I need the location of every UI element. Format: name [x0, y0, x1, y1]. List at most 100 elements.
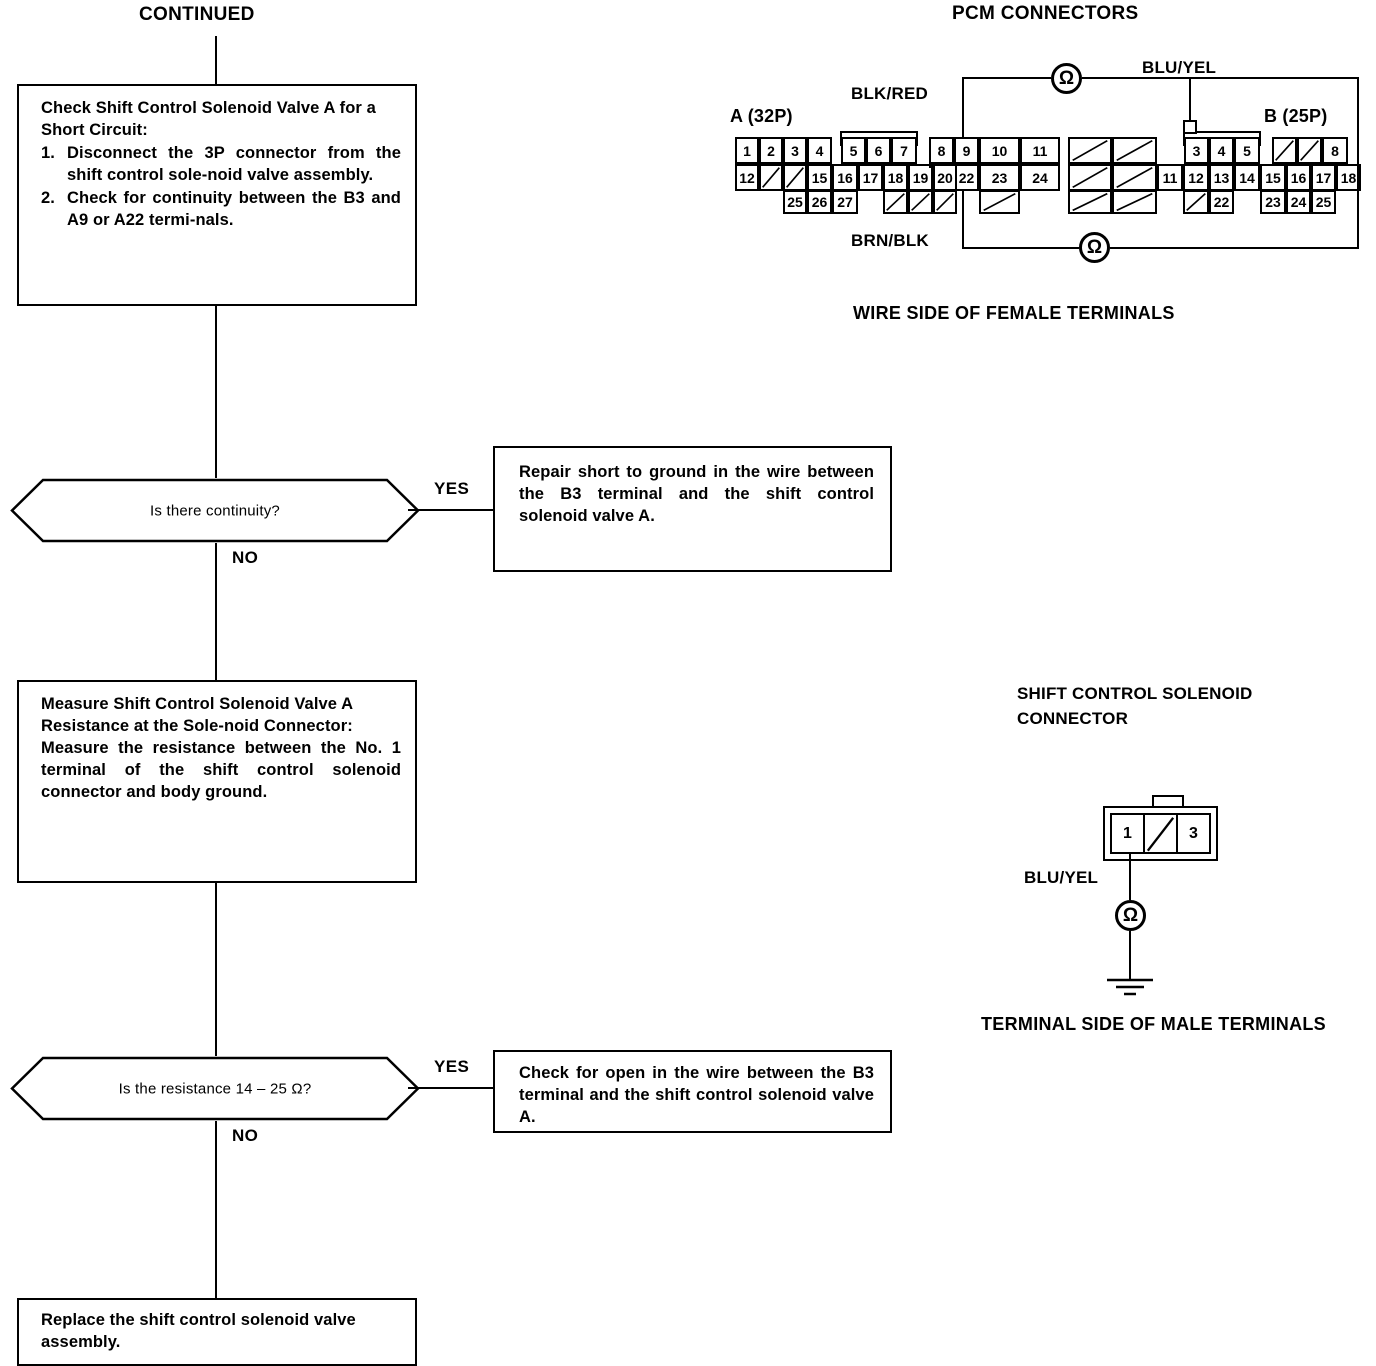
ohm-meter-solenoid: Ω: [1115, 900, 1146, 931]
ohm-symbol: Ω: [1086, 236, 1103, 258]
pin-b-top-blank-2: [1297, 137, 1322, 164]
pin-b12: 12: [1183, 164, 1209, 191]
pin-a18: 18: [883, 164, 908, 191]
decision-is-there-continuity: Is there continuity?: [10, 478, 420, 543]
connector-decision1-no: [215, 543, 217, 680]
pin-a2: 2: [759, 137, 783, 164]
box1-step-number: 1.: [41, 143, 55, 162]
pin-a25: 25: [783, 190, 807, 214]
pin-b22: 22: [1209, 190, 1234, 214]
pin-a-bottom-blank-e: [979, 190, 1020, 214]
box1-heading: Check Shift Control Solenoid Valve A for…: [41, 99, 376, 139]
pin-a8: 8: [929, 137, 954, 164]
blank-diagonal-icon: [910, 192, 931, 212]
pin-b-bottom-blank-1: [1183, 190, 1209, 214]
pin-b-top-blank-1: [1272, 137, 1297, 164]
pin-a26: 26: [807, 190, 832, 214]
connector-continued-to-box1: [215, 36, 217, 84]
pin-b3: 3: [1184, 137, 1209, 164]
pin-a27: 27: [832, 190, 858, 214]
solenoid-pin-3: 3: [1189, 824, 1198, 842]
solenoid-connector-title-line2: CONNECTOR: [1017, 709, 1129, 728]
pin-b4: 4: [1209, 137, 1234, 164]
connector-b-label: B (25P): [1264, 106, 1328, 126]
pin-a-blank-13: [759, 164, 783, 191]
decision1-no-label: NO: [232, 548, 259, 567]
wire-bottom-left-segment: [962, 247, 1079, 249]
blank-diagonal-icon: [885, 192, 906, 212]
blank-diagonal-icon: [1274, 139, 1295, 162]
pin-b14: 14: [1234, 164, 1260, 191]
pin-b8: 8: [1322, 137, 1348, 164]
ohm-symbol: Ω: [1058, 67, 1075, 89]
solenoid-pin-blank: [1145, 815, 1178, 852]
pin-mid-blank-6: [1112, 190, 1157, 214]
pin-a6: 6: [866, 137, 891, 164]
pin-a7: 7: [891, 137, 917, 164]
pin-a-blank-14: [783, 164, 807, 191]
process-box-measure-resistance: Measure Shift Control Solenoid Valve A R…: [17, 680, 417, 883]
blank-diagonal-icon: [785, 166, 805, 189]
pin-a4: 4: [807, 137, 832, 164]
blank-diagonal-icon: [935, 192, 955, 212]
pin-a20-dup: 20: [933, 164, 957, 191]
pin-b23: 23: [1260, 190, 1286, 214]
pin-b13: 13: [1209, 164, 1234, 191]
blank-diagonal-icon: [761, 166, 781, 189]
process-box-replace-solenoid-assembly: Replace the shift control solenoid valve…: [17, 1298, 417, 1366]
decision1-label: Is there continuity?: [150, 502, 280, 519]
box1-step-text: Check for continuity between the B3 and …: [67, 188, 401, 229]
pin-b17: 17: [1311, 164, 1336, 191]
box1-step-number: 2.: [41, 188, 55, 207]
ohm-meter-upper: Ω: [1051, 63, 1082, 94]
solenoid-connector-title-line1: SHIFT CONTROL SOLENOID: [1017, 684, 1253, 703]
pin-mid-blank-3: [1068, 164, 1112, 191]
solenoid-wire-down: [1129, 854, 1131, 900]
solenoid-wire-label-blu-yel: BLU/YEL: [1024, 868, 1099, 887]
result-box-check-for-open: Check for open in the wire between the B…: [493, 1050, 892, 1133]
pin-a16: 16: [832, 164, 858, 191]
pin-a24: 24: [1020, 164, 1060, 191]
solenoid-connector-inner: 1 3: [1110, 813, 1211, 854]
box3-text: Replace the shift control solenoid valve…: [41, 1311, 356, 1351]
pin-a22: 22: [954, 164, 979, 191]
ground-icon: [1099, 977, 1161, 1002]
pin-mid-blank-4: [1112, 164, 1157, 191]
blank-diagonal-icon: [1299, 139, 1320, 162]
blank-diagonal-icon: [981, 192, 1018, 212]
ohm-symbol: Ω: [1122, 904, 1139, 926]
solenoid-caption: TERMINAL SIDE OF MALE TERMINALS: [981, 1014, 1326, 1034]
connector-box1-to-decision1: [215, 306, 217, 478]
pin-b5: 5: [1234, 137, 1260, 164]
blank-diagonal-icon: [1114, 192, 1155, 212]
pin-a10: 10: [979, 137, 1020, 164]
pin-a-bottom-blank-c: [908, 190, 933, 214]
wire-a9-up: [962, 77, 964, 139]
connector-box2-to-decision2: [215, 883, 217, 1056]
pin-b25: 25: [1311, 190, 1336, 214]
decision2-label: Is the resistance 14 – 25 Ω?: [118, 1080, 312, 1097]
pin-b11: 11: [1157, 164, 1183, 191]
connector-a-label: A (32P): [730, 106, 793, 126]
decision1-yes-label: YES: [434, 479, 470, 498]
pin-a9: 9: [954, 137, 979, 164]
blank-diagonal-icon: [1114, 139, 1155, 162]
wire-a22-down: [962, 190, 964, 249]
b3-terminal-block: [1183, 120, 1197, 134]
pin-a23: 23: [979, 164, 1020, 191]
box1-step-list: 1. Disconnect the 3P connector from the …: [41, 143, 401, 232]
pin-a17: 17: [858, 164, 883, 191]
wire-top-left-segment: [962, 77, 1051, 79]
pin-mid-blank-5: [1068, 190, 1112, 214]
pin-a5: 5: [841, 137, 866, 164]
spacer: [929, 164, 933, 168]
blank-diagonal-icon: [1070, 166, 1110, 189]
solenoid-wire-to-ground: [1129, 931, 1131, 979]
connector-decision1-yes: [408, 509, 494, 511]
pin-b16: 16: [1286, 164, 1311, 191]
solenoid-connector-tab: [1152, 795, 1184, 806]
blank-diagonal-icon: [1185, 192, 1207, 212]
wire-label-blk-red: BLK/RED: [851, 84, 928, 103]
wire-label-brn-blk: BRN/BLK: [851, 231, 929, 250]
wire-blu-yel-drop: [1189, 77, 1191, 133]
